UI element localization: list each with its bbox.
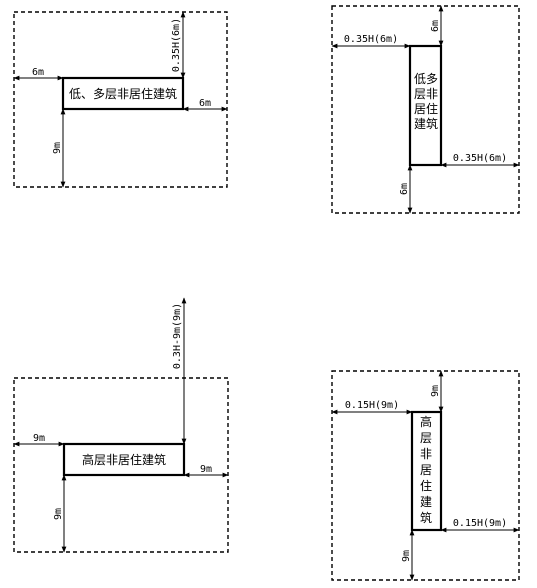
building-label-line-1: 高 bbox=[420, 414, 432, 429]
building-label-line-3: 非 bbox=[420, 447, 432, 461]
dim-bottom-label: 9m bbox=[401, 550, 412, 562]
diagram-d: 高 层 非 居 住 建 筑 0.15H(9m) 9m 0.15H(9m) 9m bbox=[331, 370, 520, 581]
dim-bottom-label: 9m bbox=[52, 142, 63, 154]
dim-left-label: 6m bbox=[32, 67, 44, 78]
dim-bottom-label: 6m bbox=[399, 183, 410, 195]
dim-bottom-label: 9m bbox=[53, 508, 64, 520]
building-low-rise-vertical bbox=[408, 44, 443, 167]
building-high-rise bbox=[62, 442, 186, 477]
site-boundary bbox=[331, 5, 520, 214]
building-label: 高层非居住建筑 bbox=[82, 452, 166, 467]
dim-top-label: 0.35H(6m) bbox=[171, 18, 182, 72]
building-label-line-2: 层 bbox=[420, 431, 432, 445]
dim-left-label: 9m bbox=[33, 433, 45, 444]
dim-right-label: 0.35H(6m) bbox=[453, 153, 507, 164]
dim-top-label: 6m bbox=[430, 20, 441, 32]
site-boundary bbox=[13, 11, 228, 188]
diagram-a: 低、多层非居住建筑 0.35H(6m) 6m 6m 9m bbox=[13, 11, 228, 188]
dim-right-label: 6m bbox=[199, 98, 211, 109]
building-label-line-4: 居 bbox=[420, 463, 432, 477]
building-label-line-1: 低多 bbox=[414, 72, 438, 86]
diagram-b: 低多 层非 居住 建筑 0.35H(6m) 6m 0.35H(6m) 6m bbox=[331, 5, 520, 214]
dim-top-label: 0.3H-9m(9m) bbox=[172, 303, 183, 369]
building-label-line-4: 建筑 bbox=[414, 116, 438, 131]
building-low-rise bbox=[61, 76, 185, 111]
building-label-line-7: 筑 bbox=[420, 510, 432, 525]
building-label-line-6: 建 bbox=[420, 495, 432, 509]
dim-left-label: 0.35H(6m) bbox=[344, 34, 398, 45]
building-label-line-5: 住 bbox=[420, 479, 432, 493]
building-high-rise-vertical bbox=[410, 410, 443, 532]
dim-left-label: 0.15H(9m) bbox=[345, 400, 399, 411]
dim-right-label: 9m bbox=[200, 464, 212, 475]
diagram-c: 高层非居住建筑 0.3H-9m(9m) 9m 9m 9m bbox=[13, 297, 229, 553]
building-label-line-2: 层非 bbox=[414, 87, 438, 101]
building-label: 低、多层非居住建筑 bbox=[69, 86, 177, 101]
dim-right-label: 0.15H(9m) bbox=[453, 518, 507, 529]
dim-top-label: 9m bbox=[430, 385, 441, 397]
building-label-line-3: 居住 bbox=[414, 102, 438, 116]
site-boundary bbox=[13, 377, 229, 553]
site-boundary bbox=[331, 370, 520, 581]
